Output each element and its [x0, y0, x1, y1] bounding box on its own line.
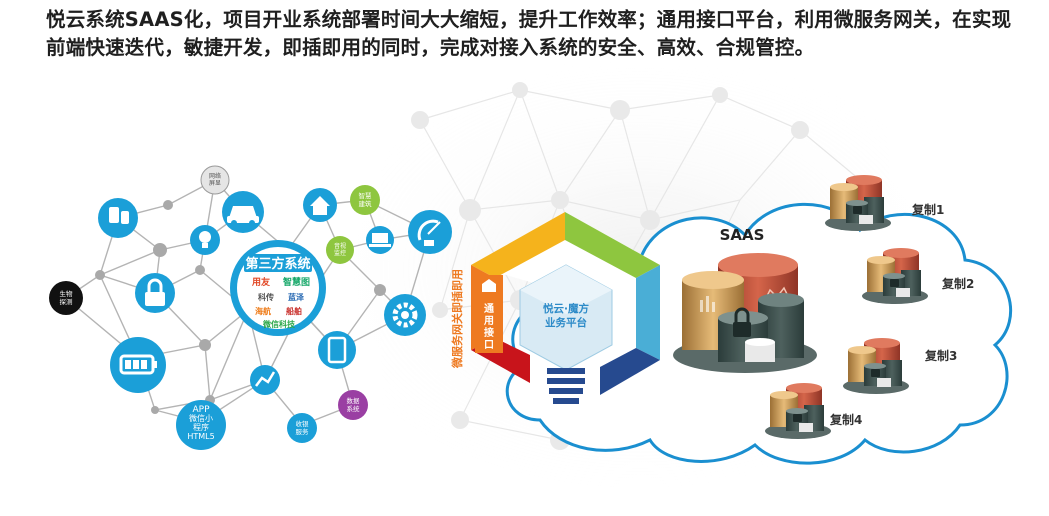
- copy-label-2: 复制2: [941, 276, 974, 291]
- satellite-node: [408, 210, 452, 254]
- partner-5: 船舶: [286, 306, 302, 316]
- gateway-vertical-label: 微服务网关即插即用: [450, 269, 464, 369]
- node-fire: 数据系统: [338, 390, 368, 420]
- chart-node: [250, 365, 280, 395]
- car-node: [222, 191, 264, 233]
- padlock-icon: [853, 206, 862, 214]
- copies-layer: 复制1 复制2 复制3 复制4: [765, 175, 974, 439]
- node-video: 音视监控: [326, 236, 354, 264]
- copy-cluster-3: 复制3: [843, 338, 957, 394]
- node-smart: 智慧建筑: [350, 185, 380, 215]
- node-pos: 收银服务: [287, 413, 317, 443]
- padlock-icon: [793, 414, 802, 422]
- saas-cluster: [673, 253, 817, 373]
- laptop-node: [366, 226, 394, 254]
- third-party-title: 第三方系统: [245, 256, 310, 272]
- node-fire-label: 数据系统: [347, 396, 361, 413]
- partner-3: 蓝泽: [288, 292, 304, 302]
- lock-node: [135, 273, 175, 313]
- partner-2: 科传: [258, 292, 274, 302]
- gear-node: [384, 294, 426, 336]
- copy-cluster-2: 复制2: [862, 248, 974, 304]
- node-video-label: 音视监控: [334, 242, 346, 257]
- copy-label-1: 复制1: [911, 202, 944, 217]
- lightbulb-node: [190, 225, 220, 255]
- lightbulb-base-icon: [547, 368, 585, 404]
- node-pos-label: 收银服务: [296, 419, 310, 436]
- node-smart-label: 智慧建筑: [359, 191, 373, 208]
- house-node: [303, 188, 337, 222]
- node-top-label: 网络屏显: [209, 172, 221, 187]
- copy-cluster-4: 复制4: [765, 383, 862, 439]
- padlock-icon: [733, 307, 751, 337]
- node-top: 网络屏显: [200, 165, 230, 195]
- interface-label: 通用接口: [483, 303, 494, 351]
- saas-label: SAAS: [720, 226, 765, 244]
- copy-label-4: 复制4: [829, 412, 862, 427]
- partner-1: 智慧图: [283, 276, 310, 288]
- tablet-node: [318, 331, 356, 369]
- plug-icon: [482, 279, 496, 292]
- partner-0: 用友: [251, 276, 270, 288]
- third-party-node: 第三方系统 用友 智慧图 科传 蓝泽 海航 船舶 微信科技: [230, 240, 326, 336]
- phone-node: [98, 198, 138, 238]
- node-left-label: 生物探测: [60, 289, 74, 306]
- gateway-hexagon: 通用接口 悦云·魔方业务平台: [471, 212, 660, 404]
- partner-6: 微信科技: [262, 319, 296, 329]
- copy-cluster-1: 复制1: [825, 175, 944, 231]
- node-left: 生物探测: [49, 281, 83, 315]
- copy-label-3: 复制3: [924, 348, 957, 363]
- battery-node: [110, 337, 166, 393]
- padlock-icon: [890, 279, 899, 287]
- partner-4: 海航: [255, 306, 271, 316]
- padlock-icon: [871, 369, 880, 377]
- device-network: 网络屏显 生物探测 智慧建筑 音视监控 数据系统: [49, 165, 452, 450]
- platform-label: 悦云·魔方业务平台: [543, 302, 589, 329]
